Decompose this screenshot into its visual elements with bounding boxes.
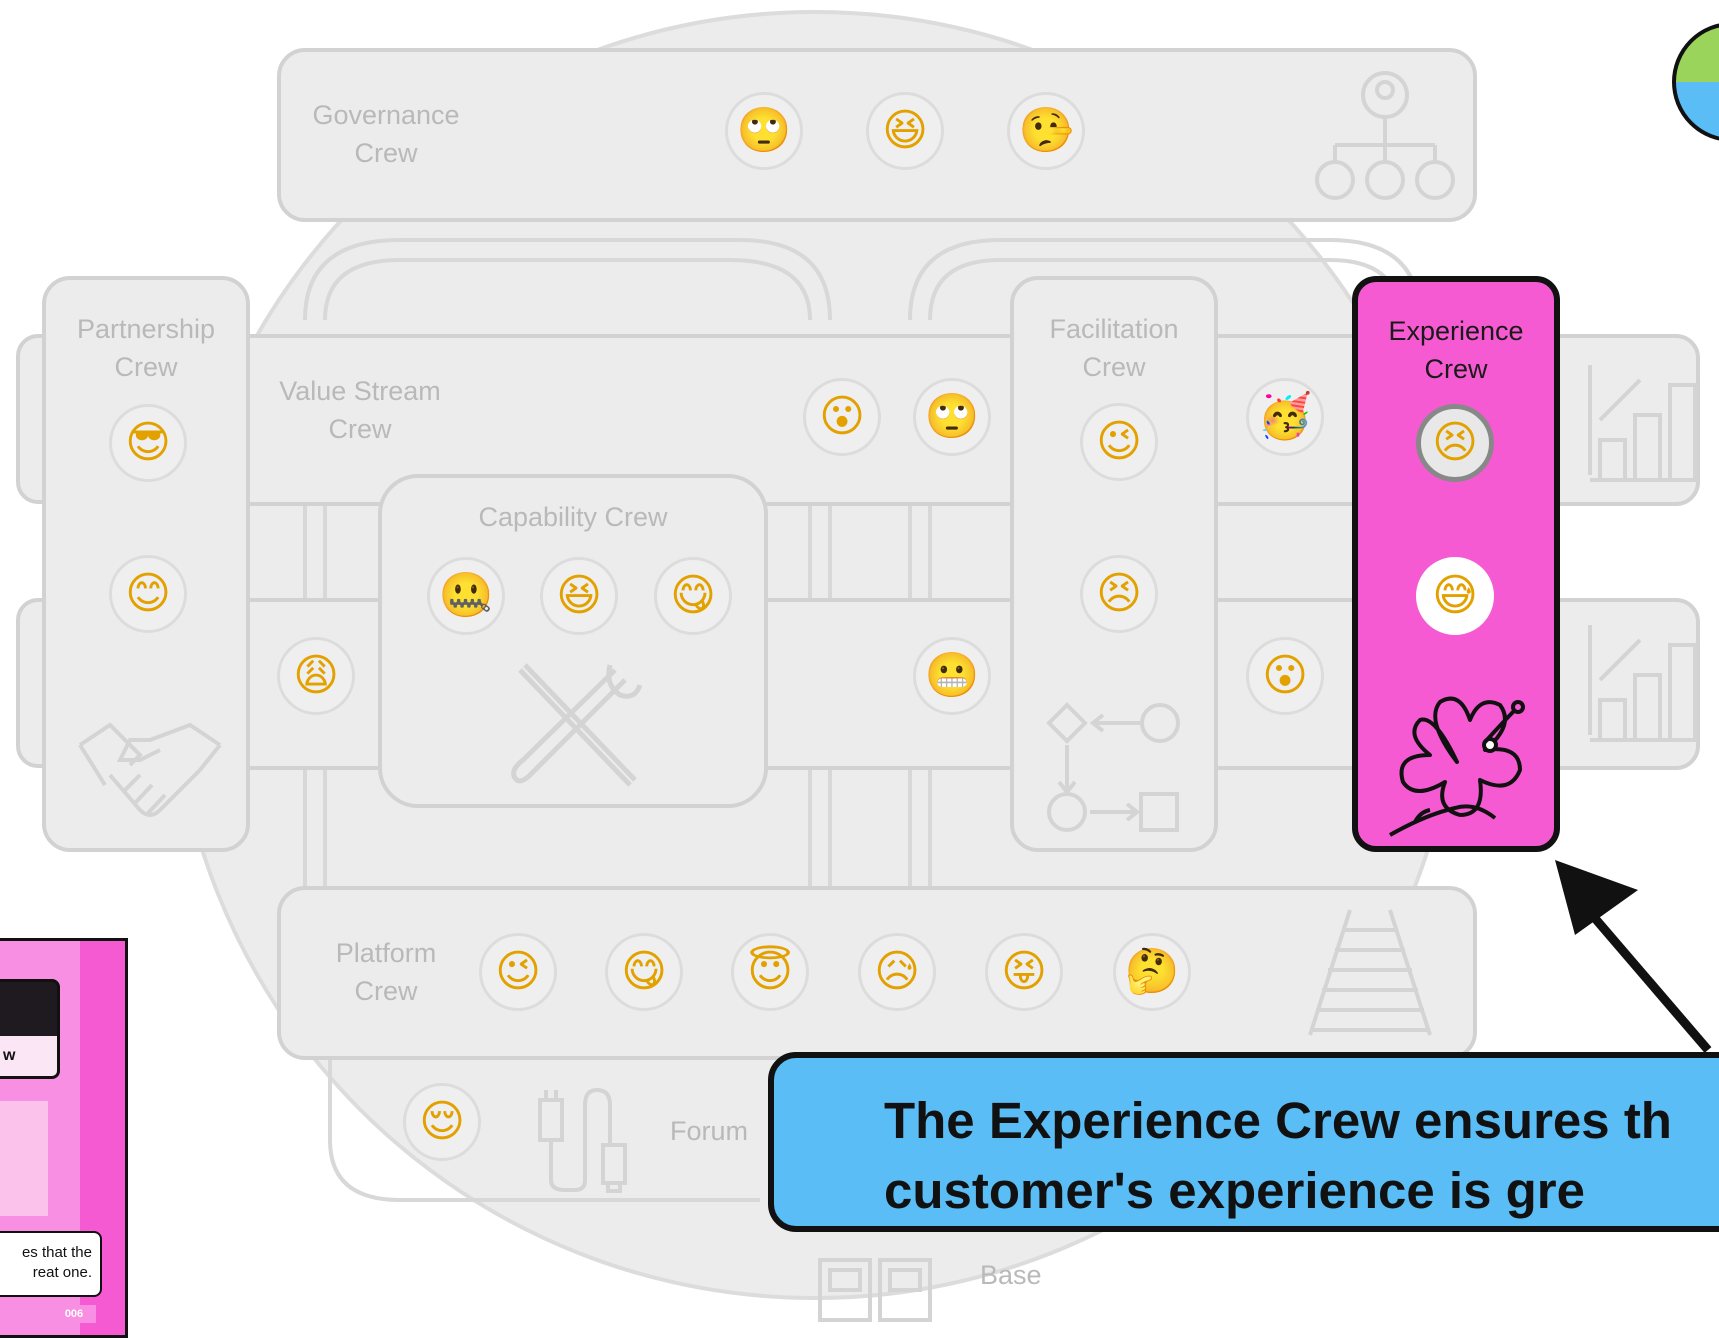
side-card-number: 006 xyxy=(52,1305,96,1323)
facilitation-crew-label: Facilitation Crew xyxy=(1049,314,1179,382)
org-chart-icon xyxy=(1315,71,1455,200)
governance-crew: Governance Crew xyxy=(277,48,1477,222)
side-card-header: w xyxy=(0,979,60,1079)
experience-crew-callout: The Experience Crew ensures th customer'… xyxy=(768,1052,1719,1232)
emoji-face: 😎 xyxy=(109,404,187,482)
emoji-face: 😆 xyxy=(866,92,944,170)
hibiscus-flower-icon xyxy=(1389,696,1525,837)
base-label: Base xyxy=(980,1260,1042,1290)
emoji-face: 😌 xyxy=(403,1083,481,1161)
flow-diagram-icon xyxy=(1046,702,1180,832)
handshake-icon xyxy=(78,722,222,817)
emoji-face: 🙄 xyxy=(725,92,803,170)
governance-crew-label: Governance Crew xyxy=(312,100,460,168)
emoji-face: 😩 xyxy=(277,637,355,715)
emoji-face: 🙄 xyxy=(913,378,991,456)
capability-crew: Capability Crew xyxy=(378,474,768,808)
tools-icon xyxy=(511,663,643,787)
railway-track-icon xyxy=(1308,909,1432,1036)
emoji-face: 😮 xyxy=(1246,637,1324,715)
forum-label: Forum xyxy=(670,1116,749,1146)
side-card-text: es that the reat one. xyxy=(0,1231,102,1297)
side-card-label: w xyxy=(0,1036,57,1076)
emoji-face: 😮 xyxy=(803,378,881,456)
value-stream-crew-label: Value Stream Crew xyxy=(279,376,441,444)
emoji-face: 🤔 xyxy=(1113,933,1191,1011)
emoji-face: 😉 xyxy=(1080,403,1158,481)
emoji-face: 😆 xyxy=(540,557,618,635)
emoji-face: 🤐 xyxy=(427,557,505,635)
capability-crew-label: Capability Crew xyxy=(478,502,668,532)
emoji-face: 😥 xyxy=(858,933,936,1011)
emoji-face: 😉 xyxy=(479,933,557,1011)
side-card-block xyxy=(0,1101,48,1216)
bar-chart-icon-2 xyxy=(1588,625,1698,742)
emoji-face: 😬 xyxy=(913,637,991,715)
emoji-face: 😝 xyxy=(985,933,1063,1011)
side-card: w es that the reat one. 006 xyxy=(0,938,128,1338)
emoji-face: 😋 xyxy=(654,557,732,635)
emoji-face: 🤥 xyxy=(1007,92,1085,170)
emoji-face: 🥳 xyxy=(1246,378,1324,456)
partnership-crew-label: Partnership Crew xyxy=(76,314,216,382)
platform-crew-label: Platform Crew xyxy=(335,938,437,1006)
pointer-arrow xyxy=(1555,860,1712,1053)
emoji-face: 😇 xyxy=(731,933,809,1011)
building-blocks-icon xyxy=(818,1258,932,1322)
emoji-face: 😋 xyxy=(605,933,683,1011)
usb-cable-icon xyxy=(538,1087,627,1193)
emoji-face-selected[interactable]: 😣 xyxy=(1416,404,1494,482)
emoji-face: 😅 xyxy=(1416,557,1494,635)
experience-crew-label: Experience Crew xyxy=(1388,316,1524,384)
emoji-face: 😣 xyxy=(1080,555,1158,633)
emoji-face: 😊 xyxy=(109,555,187,633)
bar-chart-icon xyxy=(1588,365,1698,482)
